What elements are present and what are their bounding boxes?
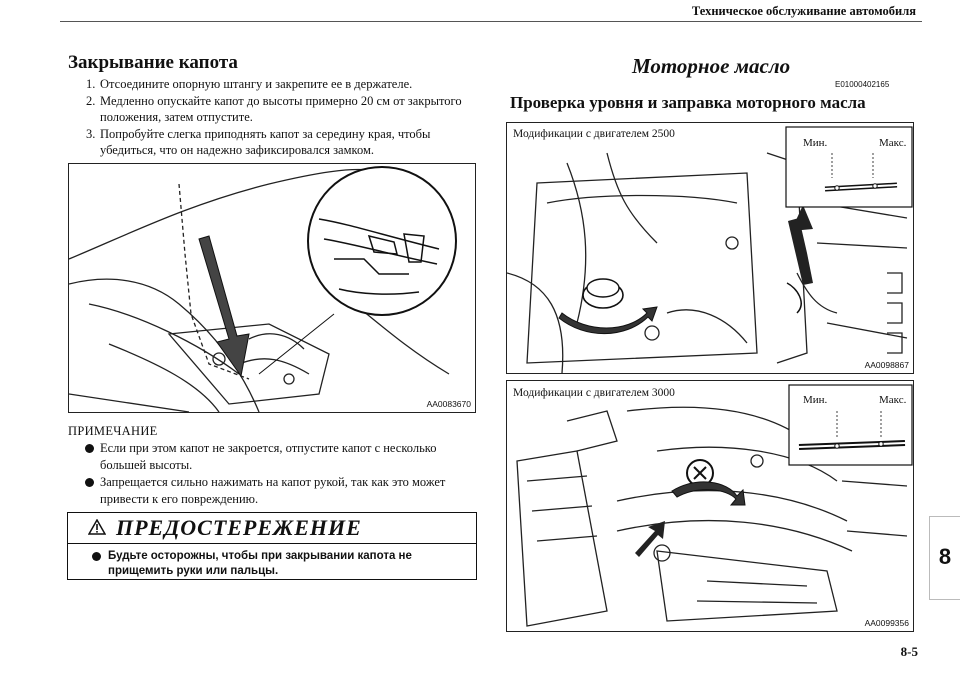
dipstick-max-label: Макс. bbox=[879, 394, 907, 406]
document-code: E01000402165 bbox=[835, 80, 890, 89]
figure-code: AA0099356 bbox=[864, 618, 909, 628]
chapter-tab-number: 8 bbox=[938, 544, 952, 569]
engine-3000-drawing bbox=[516, 384, 913, 627]
note-label: ПРИМЕЧАНИЕ bbox=[68, 424, 158, 438]
warning-box: ПРЕДОСТЕРЕЖЕНИЕ Будьте осторожны, чтобы … bbox=[67, 512, 477, 580]
warning-triangle-icon bbox=[88, 519, 106, 535]
steps-list: 1.Отсоедините опорную штангу и закрепите… bbox=[68, 76, 478, 159]
warning-title: ПРЕДОСТЕРЕЖЕНИЕ bbox=[116, 515, 362, 540]
warning-header: ПРЕДОСТЕРЕЖЕНИЕ bbox=[68, 513, 476, 544]
dipstick-min-label: Мин. bbox=[803, 394, 828, 406]
section-heading-engine-oil: Моторное масло bbox=[632, 54, 791, 78]
figure-caption: Модификации с двигателем 2500 bbox=[511, 128, 677, 140]
engine-2500-drawing bbox=[507, 126, 913, 373]
header-rule bbox=[60, 21, 922, 22]
hood-drawing bbox=[69, 166, 457, 412]
dipstick-min-label: Мин. bbox=[803, 137, 828, 149]
subheading-oil-level: Проверка уровня и заправка моторного мас… bbox=[510, 93, 866, 112]
dipstick-max-label: Макс. bbox=[879, 137, 907, 149]
note-item: Если при этом капот не закроется, отпуст… bbox=[82, 440, 482, 473]
hood-closing-illustration: AA0083670 bbox=[68, 163, 476, 413]
step-item: 1.Отсоедините опорную штангу и закрепите… bbox=[86, 77, 413, 91]
running-header: Техническое обслуживание автомобиля bbox=[691, 4, 916, 18]
notes-list: Если при этом капот не закроется, отпуст… bbox=[82, 440, 482, 508]
step-item: 2.Медленно опускайте капот до высоты при… bbox=[86, 93, 462, 125]
page-number: 8-5 bbox=[900, 644, 918, 659]
section-heading-hood-closing: Закрывание капота bbox=[68, 52, 238, 73]
note-item: Запрещается сильно нажимать на капот рук… bbox=[82, 474, 482, 507]
figure-caption: Модификации с двигателем 3000 bbox=[511, 387, 677, 399]
chapter-tab: 8 bbox=[929, 516, 960, 600]
figure-code: AA0083670 bbox=[426, 399, 471, 409]
warning-text: Будьте осторожны, чтобы при закрывании к… bbox=[92, 549, 478, 579]
engine-3000-illustration: Модификации с двигателем 3000 Мин. Макс.… bbox=[506, 380, 914, 632]
step-item: 3.Попробуйте слегка приподнять капот за … bbox=[86, 126, 431, 158]
engine-2500-illustration: Модификации с двигателем 2500 Мин. Макс.… bbox=[506, 122, 914, 374]
figure-code: AA0098867 bbox=[864, 360, 909, 370]
